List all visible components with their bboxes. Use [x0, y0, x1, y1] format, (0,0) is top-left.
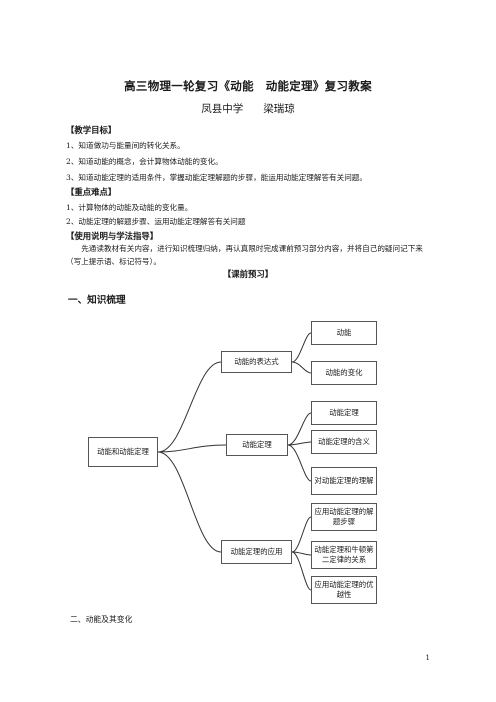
mindmap-branch-1: 动能的表达式: [221, 351, 292, 373]
mindmap-node-theorem-understanding: 对动能定理的理解: [311, 467, 377, 495]
connector-root-branch-3: [157, 451, 222, 553]
page-title: 高三物理一轮复习《动能 动能定理》复习教案: [124, 79, 372, 93]
mindmap-node-kinetic-energy: 动能: [311, 321, 377, 345]
section-keypoints: 【重点难点】: [66, 187, 117, 197]
mindmap-node-kinetic-change: 动能的变化: [311, 361, 377, 385]
mindmap-root: 动能和动能定理: [88, 437, 158, 467]
connector-root-branch-2: [157, 444, 227, 453]
mindmap-node-theorem-meaning: 动能定理的含义: [311, 430, 377, 454]
keypoint-2: 2、动能定理的解题步骤、运用动能定理解答有关问题: [66, 217, 246, 226]
mindmap-node-newton-relation: 动能定理和牛顿第二定律的关系: [311, 541, 377, 569]
objective-1: 1、知道做功与能量间的转化关系。: [66, 141, 185, 150]
mindmap-branch-3: 动能定理的应用: [221, 540, 292, 564]
mindmap-branch-2: 动能定理: [226, 434, 288, 456]
connector-b2-c2: [287, 441, 312, 446]
keypoint-1: 1、计算物体的动能及动能的变化量。: [66, 203, 193, 212]
mindmap-node-advantages: 应用动能定理的优越性: [311, 576, 377, 604]
page-number: 1: [425, 654, 430, 662]
school-name: 凤县中学: [201, 103, 244, 115]
section-usage: 【使用说明与学法指导】: [66, 231, 159, 241]
mindmap-node-solving-steps: 应用动能定理的解题步骤: [311, 503, 377, 531]
objective-3: 3、知道动能定理的适用条件，掌握动能定理解题的步骤，能运用动能定理解答有关问题。: [66, 173, 367, 182]
connector-b1-c1: [291, 332, 312, 363]
connector-b3-c3: [291, 551, 312, 591]
mindmap-node-theorem: 动能定理: [311, 401, 377, 425]
heading-knowledge-outline: 一、知识梳理: [68, 295, 126, 306]
connector-b2-c1: [287, 412, 312, 446]
connector-b2-c3: [287, 444, 312, 482]
objective-2: 2、知道动能的概念，会计算物体动能的变化。: [66, 157, 223, 166]
usage-paragraph: 先通读教材有关内容，进行知识梳理归纳，再认真限时完成课前预习部分内容，并将自己的…: [66, 244, 423, 266]
author-line: 凤县中学 梁瑞琼: [0, 101, 496, 116]
connector-root-branch-1: [157, 361, 222, 453]
section-preview: 【课前预习】: [222, 269, 274, 279]
author-name: 梁瑞琼: [263, 103, 295, 115]
connector-b3-c1: [291, 516, 312, 553]
section-objectives: 【教学目标】: [66, 125, 117, 135]
connector-b1-c2: [291, 361, 312, 374]
heading-kinetic-energy: 二、动能及其变化: [70, 615, 133, 624]
connector-b3-c2: [291, 551, 312, 556]
